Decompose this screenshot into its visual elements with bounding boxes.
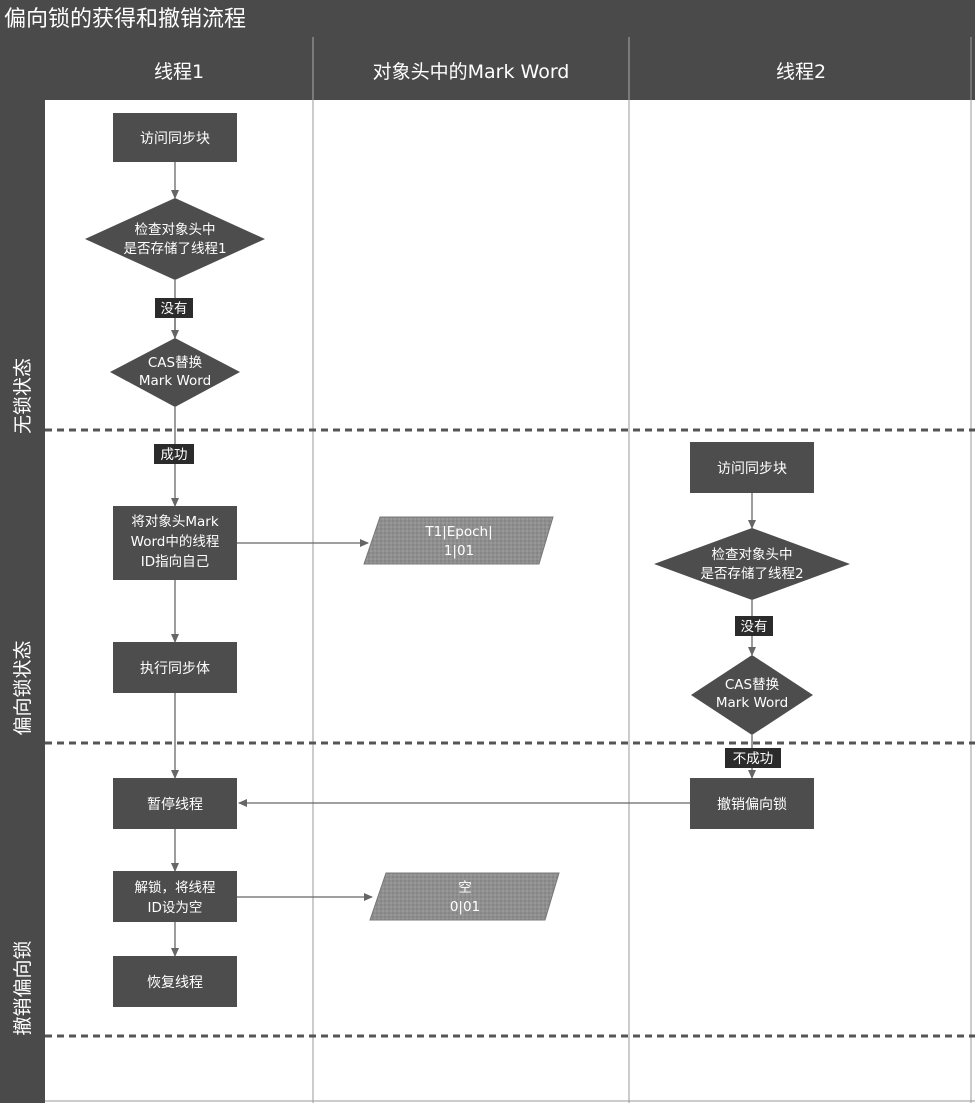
t2-access-label: 访问同步块	[717, 461, 787, 477]
t1-cas-decision	[110, 338, 240, 407]
t1-cas-line2: Mark Word	[139, 373, 211, 389]
t1-resume-thread	[113, 956, 237, 1007]
t1-access-sync-block	[113, 113, 237, 162]
mw-biased-line2: 1|01	[444, 543, 474, 559]
t2-fail-badge	[725, 748, 781, 768]
phase-label-revoke: 撤销偏向锁	[12, 940, 34, 1035]
t1-set-line2: Word中的线程	[131, 534, 220, 550]
t1-access-label: 访问同步块	[140, 131, 210, 147]
mw-empty-line1: 空	[458, 880, 472, 896]
t2-check-line1: 检查对象头中	[712, 547, 793, 563]
t1-no-label: 没有	[161, 301, 188, 317]
lane-header-thread2: 线程2	[776, 61, 826, 83]
phase-column	[0, 37, 45, 1103]
t2-revoke-bias	[690, 778, 814, 829]
t1-set-line1: 将对象头Mark	[131, 514, 218, 530]
t1-success-label: 成功	[161, 447, 188, 463]
t2-fail-label: 不成功	[733, 751, 774, 767]
phase-label-biased: 偏向锁状态	[12, 640, 34, 735]
t2-check-line2: 是否存储了线程2	[700, 566, 803, 582]
phase-label-unlocked: 无锁状态	[12, 358, 34, 434]
mw-biased-line1: T1|Epoch|	[424, 524, 492, 540]
t1-exec-sync-body	[113, 642, 237, 693]
mw-empty-state	[369, 872, 560, 921]
t2-check-decision	[654, 528, 850, 600]
header-row	[45, 37, 975, 100]
t1-success-badge	[154, 444, 194, 464]
lane-header-markword: 对象头中的Mark Word	[373, 61, 570, 83]
t1-check-line1: 检查对象头中	[135, 222, 216, 238]
t1-pause-label: 暂停线程	[147, 796, 203, 813]
t2-cas-line2: Mark Word	[716, 695, 788, 711]
mw-biased-state	[363, 516, 554, 565]
title-bar	[0, 0, 975, 37]
t1-check-line2: 是否存储了线程1	[123, 241, 226, 257]
t2-no-label: 没有	[741, 619, 768, 635]
t1-resume-label: 恢复线程	[147, 974, 203, 991]
t1-no-badge	[155, 298, 193, 318]
t2-no-badge	[735, 616, 773, 636]
t1-cas-line1: CAS替换	[148, 355, 203, 371]
t2-access-sync-block	[690, 442, 814, 493]
t1-unlock-line2: ID设为空	[148, 900, 203, 916]
lane-header-thread1: 线程1	[154, 61, 204, 83]
t2-cas-decision	[691, 655, 813, 735]
t1-pause-thread	[113, 778, 237, 829]
t1-exec-label: 执行同步体	[140, 661, 210, 677]
t1-unlock-line1: 解锁，将线程	[135, 880, 216, 896]
t1-unlock	[113, 871, 237, 922]
t2-cas-line1: CAS替换	[725, 677, 780, 693]
t1-set-thread-id	[113, 506, 237, 580]
t1-check-decision	[85, 198, 265, 280]
mw-empty-line2: 0|01	[450, 899, 480, 915]
t2-revoke-label: 撤销偏向锁	[717, 797, 787, 813]
t1-set-line3: ID指向自己	[141, 554, 209, 570]
diagram-title: 偏向锁的获得和撤销流程	[4, 7, 246, 32]
